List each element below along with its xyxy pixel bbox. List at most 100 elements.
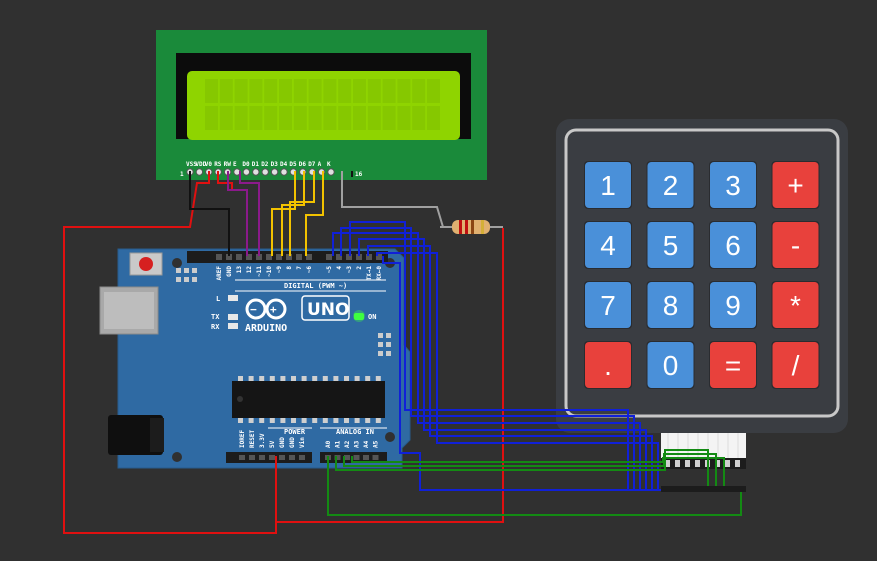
wire-blue-6[interactable] bbox=[376, 252, 659, 490]
ribbon-pin[interactable] bbox=[735, 460, 740, 467]
keypad-key-face[interactable] bbox=[772, 342, 819, 388]
arduino-logo: − + bbox=[245, 298, 287, 320]
analog-pin[interactable] bbox=[353, 455, 360, 460]
arduino-model: UNO bbox=[307, 300, 349, 320]
wire-yellow-d5[interactable] bbox=[281, 171, 305, 256]
keypad-key-face[interactable] bbox=[585, 162, 631, 208]
analog-pin[interactable] bbox=[363, 455, 369, 460]
keypad-key[interactable]: - bbox=[771, 221, 820, 269]
keypad-key[interactable]: * bbox=[771, 281, 820, 329]
keypad-key[interactable]: 8 bbox=[646, 281, 695, 329]
digital-pin[interactable] bbox=[296, 254, 302, 260]
analog-pin[interactable] bbox=[334, 455, 341, 460]
keypad-key[interactable]: 2 bbox=[646, 161, 695, 209]
wire-purple-rs[interactable] bbox=[227, 171, 248, 256]
resistor-band bbox=[471, 220, 474, 234]
ribbon-pin[interactable] bbox=[675, 460, 680, 467]
keypad-key-face[interactable] bbox=[772, 282, 819, 328]
keypad-key[interactable]: / bbox=[771, 341, 820, 389]
reset-button-cap[interactable] bbox=[139, 257, 153, 271]
keypad-key-face[interactable] bbox=[772, 162, 819, 208]
keypad-key-face[interactable] bbox=[647, 282, 694, 328]
keypad-key[interactable]: 1 bbox=[584, 161, 632, 209]
keypad-key-face[interactable] bbox=[710, 342, 756, 388]
wire-red-led-anode[interactable] bbox=[217, 171, 233, 190]
lcd-pin[interactable] bbox=[327, 168, 335, 176]
ribbon-pin[interactable] bbox=[685, 460, 690, 467]
lcd-pin[interactable] bbox=[299, 168, 307, 176]
digital-pin[interactable] bbox=[356, 254, 362, 260]
digital-pin[interactable] bbox=[336, 254, 342, 260]
analog-pin[interactable] bbox=[372, 455, 379, 460]
keypad-key-face[interactable] bbox=[585, 342, 631, 388]
wire-yellow-d7[interactable] bbox=[305, 171, 324, 256]
keypad-key[interactable]: = bbox=[709, 341, 757, 389]
wire-black-gnd[interactable] bbox=[189, 171, 230, 256]
keypad-key-face[interactable] bbox=[647, 162, 694, 208]
ribbon-pin[interactable] bbox=[715, 460, 720, 467]
wire-purple-e[interactable] bbox=[239, 171, 260, 256]
digital-pin[interactable] bbox=[246, 254, 252, 260]
power-pin[interactable] bbox=[269, 455, 275, 460]
digital-pin[interactable] bbox=[226, 254, 232, 260]
digital-pin[interactable] bbox=[346, 254, 352, 260]
ribbon-pin[interactable] bbox=[725, 460, 730, 467]
keypad-key-face[interactable] bbox=[647, 222, 694, 268]
digital-pin[interactable] bbox=[326, 254, 332, 260]
ribbon-pin[interactable] bbox=[695, 460, 700, 467]
digital-pin[interactable] bbox=[276, 254, 282, 260]
keypad-key[interactable]: 7 bbox=[584, 281, 632, 329]
lcd-pin[interactable] bbox=[270, 168, 279, 176]
wire-green-a3[interactable] bbox=[351, 456, 725, 490]
wire-red-vdd[interactable] bbox=[63, 171, 277, 534]
wire-yellow-d6[interactable] bbox=[289, 171, 315, 256]
keypad-key[interactable]: 3 bbox=[709, 161, 757, 209]
lcd-pin[interactable] bbox=[195, 168, 204, 176]
lcd-pin[interactable] bbox=[252, 168, 260, 176]
keypad-key-face[interactable] bbox=[647, 342, 694, 388]
keypad-key[interactable]: 4 bbox=[584, 221, 632, 269]
digital-pin[interactable] bbox=[286, 254, 292, 260]
lcd-pin[interactable] bbox=[261, 168, 269, 176]
digital-pin[interactable] bbox=[256, 254, 262, 260]
power-pin[interactable] bbox=[249, 455, 255, 460]
resistor[interactable] bbox=[440, 220, 503, 234]
wire-gray-k[interactable] bbox=[341, 171, 444, 228]
analog-pin-label: A5 bbox=[373, 440, 380, 448]
keypad-key[interactable]: 9 bbox=[709, 281, 757, 329]
lcd-pin[interactable] bbox=[280, 168, 288, 176]
digital-pin[interactable] bbox=[366, 254, 372, 260]
power-pin[interactable] bbox=[279, 455, 285, 460]
power-pin[interactable] bbox=[239, 455, 245, 460]
keypad-key[interactable]: + bbox=[771, 161, 820, 209]
lcd-pin[interactable] bbox=[242, 168, 251, 176]
keypad-key[interactable]: 0 bbox=[646, 341, 695, 389]
keypad-key-face[interactable] bbox=[585, 282, 631, 328]
keypad-key[interactable]: 6 bbox=[709, 221, 757, 269]
power-pin[interactable] bbox=[289, 455, 295, 460]
wire-yellow-d4[interactable] bbox=[271, 171, 296, 256]
keypad-key-face[interactable] bbox=[710, 162, 756, 208]
wire-green-a0[interactable] bbox=[327, 456, 742, 516]
wire-red-5v[interactable] bbox=[276, 228, 504, 523]
digital-pin[interactable] bbox=[306, 254, 312, 260]
digital-pin[interactable] bbox=[376, 254, 382, 260]
ribbon-pin[interactable] bbox=[665, 460, 670, 467]
keypad-key[interactable]: . bbox=[584, 341, 632, 389]
digital-pin[interactable] bbox=[266, 254, 272, 260]
icsp-pin bbox=[192, 268, 197, 273]
keypad-key[interactable]: 5 bbox=[646, 221, 695, 269]
wire-blue-7[interactable] bbox=[382, 256, 660, 491]
analog-pin[interactable] bbox=[344, 455, 350, 460]
keypad-key-face[interactable] bbox=[772, 222, 819, 268]
power-pin[interactable] bbox=[299, 455, 305, 460]
digital-pin[interactable] bbox=[216, 254, 222, 260]
keypad-key-face[interactable] bbox=[710, 282, 756, 328]
keypad-key-face[interactable] bbox=[710, 222, 756, 268]
power-pin[interactable] bbox=[259, 455, 265, 460]
keypad-key-face[interactable] bbox=[585, 222, 631, 268]
digital-pin[interactable] bbox=[236, 254, 242, 260]
